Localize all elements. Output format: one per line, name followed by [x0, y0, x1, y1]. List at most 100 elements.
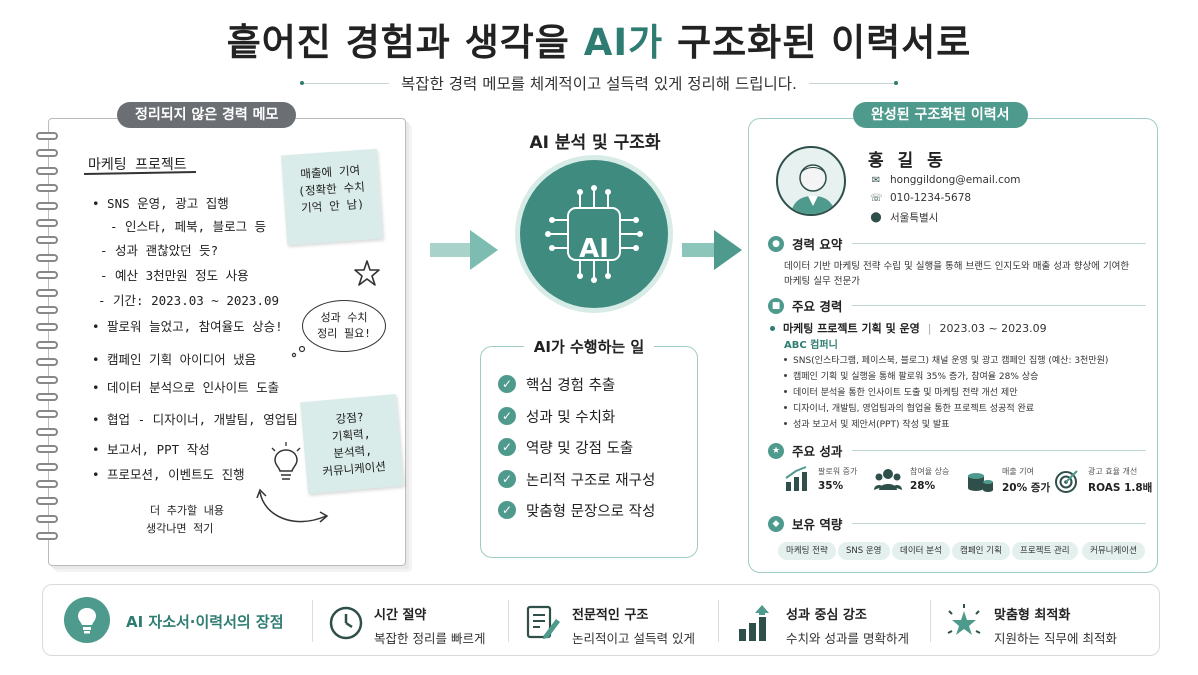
memo-line: - 성과 괜찮았던 듯? [100, 243, 219, 258]
person-icon: ● [768, 235, 784, 252]
memo-line: • 데이터 분석으로 인사이트 도출 [92, 380, 280, 395]
section-summary-header: ●경력 요약 [768, 234, 1146, 253]
experience-bullet: 캠페인 기획 및 실행을 통해 팔로워 35% 증가, 참여율 28% 상승 [784, 369, 1038, 382]
lightbulb-icon [78, 608, 96, 634]
flow-arrow-right-icon [682, 230, 742, 270]
spiral-ring [36, 532, 58, 541]
experience-bullet: 성과 보고서 및 제안서(PPT) 작성 및 발표 [784, 417, 949, 430]
skill-chip: SNS 운영 [838, 542, 890, 560]
spiral-ring [36, 201, 58, 210]
memo-footnote: 더 추가할 내용 [150, 504, 224, 517]
memo-footnote: 생각나면 적기 [146, 522, 214, 535]
ai-section-title: AI 분석 및 구조화 [529, 133, 661, 153]
spiral-ring [36, 306, 58, 314]
spiral-ring [36, 288, 58, 297]
ai-task-item: ✓역량 및 강점 도출 [498, 437, 633, 457]
mail-icon: ✉ [871, 174, 881, 186]
memo-line: - 기간: 2023.03 ~ 2023.09 [98, 293, 280, 308]
spiral-ring [36, 480, 58, 488]
spiral-ring [36, 166, 58, 175]
experience-bullet: 데이터 분석을 통한 인사이트 도출 및 마케팅 전략 개선 제안 [784, 385, 1017, 398]
spiral-ring [36, 445, 58, 454]
experience-bullet: SNS(인스타그램, 페이스북, 블로그) 채널 운영 및 광고 캠페인 집행 … [784, 353, 1108, 366]
memo-line: • 프로모션, 이벤트도 진행 [92, 467, 245, 482]
skill-chip: 커뮤니케이션 [1082, 542, 1145, 560]
spiral-ring [36, 323, 58, 332]
doodle-star-icon [354, 260, 380, 286]
check-icon: ✓ [498, 438, 516, 456]
summary-line: 마케팅 실무 전문가 [784, 276, 860, 287]
check-icon: ✓ [498, 375, 516, 393]
flow-arrow-right-icon [430, 230, 498, 270]
spiral-ring [36, 410, 58, 419]
clock-icon [329, 606, 363, 640]
spiral-ring [36, 514, 58, 523]
company-name: ABC 컴퍼니 [784, 340, 838, 351]
memo-line: - 예산 3천만원 정도 사용 [100, 268, 249, 283]
avatar [776, 146, 846, 216]
check-icon: ✓ [498, 501, 516, 519]
sparkle-star-icon [947, 604, 981, 635]
skill-chip: 프로젝트 관리 [1012, 542, 1078, 560]
spiral-ring [36, 236, 58, 245]
resume-tag: 완성된 구조화된 이력서 [853, 102, 1028, 128]
contact-phone: ☏010-1234-5678 [870, 192, 972, 204]
experience-bullet: 디자이너, 개발팀, 영업팀과의 협업을 통한 프로젝트 성공적 완료 [784, 401, 1034, 414]
subtitle-row: 복잡한 경력 메모를 체계적이고 설득력 있게 정리해 드립니다. [300, 72, 899, 94]
ai-task-item: ✓맞춤형 문장으로 작성 [498, 500, 655, 520]
memo-heading: 마케팅 프로젝트 [88, 157, 187, 173]
page-title: 흩어진 경험과 생각을 AI가 구조화된 이력서로 [226, 21, 972, 64]
spiral-ring [36, 184, 58, 193]
skill-chip: 캠페인 기획 [952, 542, 1010, 560]
location-pin-icon: ⬤ [870, 212, 882, 223]
check-icon: ✓ [498, 407, 516, 425]
spiral-ring [36, 393, 58, 401]
ai-chip-label: AI [579, 234, 609, 264]
contact-email: ✉honggildong@email.com [871, 174, 1021, 186]
ai-chip-icon [545, 185, 643, 283]
spiral-ring [36, 149, 58, 158]
coins-icon [968, 472, 993, 492]
job-title: 마케팅 프로젝트 기획 및 운영|2023.03 ~ 2023.09 [770, 320, 1047, 336]
medal-icon: ◆ [768, 515, 784, 532]
spiral-ring [36, 497, 58, 506]
memo-line: • SNS 운영, 광고 집행 [92, 196, 229, 211]
spiral-ring [36, 132, 58, 140]
advantages-title: AI 자소서·이력서의 장점 [126, 613, 284, 631]
section-experience-header: ■주요 경력 [768, 296, 1146, 315]
memo-line: - 인스타, 페북, 블로그 등 [110, 219, 267, 234]
memo-line: • 팔로워 늘었고, 참여율도 상승! [92, 319, 283, 334]
memo-line: • 캠페인 기획 아이디어 냈음 [92, 352, 257, 367]
spiral-ring [36, 253, 58, 262]
person-avatar-icon [790, 164, 836, 214]
ai-task-item: ✓성과 및 수치화 [498, 406, 615, 426]
page-subtitle: 복잡한 경력 메모를 체계적이고 설득력 있게 정리해 드립니다. [401, 75, 797, 93]
growth-chart-icon [739, 605, 769, 641]
summary-line: 데이터 기반 마케팅 전략 수립 및 실행을 통해 브랜드 인지도와 매출 성과… [784, 261, 1130, 272]
contact-location: ⬤서울특별시 [870, 212, 939, 224]
section-results-header: ★주요 성과 [768, 441, 1146, 460]
briefcase-icon: ■ [768, 297, 784, 314]
skill-chip: 마케팅 전략 [778, 542, 836, 560]
notebook-rings [36, 132, 58, 552]
bubble-tail-dots [291, 345, 306, 358]
resume-name: 홍 길 동 [868, 151, 947, 171]
ai-task-item: ✓논리적 구조로 재구성 [498, 469, 655, 489]
trophy-icon: ★ [768, 442, 784, 459]
people-icon [874, 469, 902, 490]
spiral-ring [36, 358, 58, 367]
check-icon: ✓ [498, 470, 516, 488]
ai-chip-circle [520, 160, 668, 308]
memo-tag: 정리되지 않은 경력 메모 [117, 102, 297, 128]
spiral-ring [36, 219, 58, 227]
bar-chart-icon [785, 466, 807, 491]
spiral-ring [36, 462, 58, 471]
spiral-ring [36, 340, 58, 349]
phone-icon: ☏ [870, 192, 883, 204]
target-icon [1055, 469, 1078, 493]
